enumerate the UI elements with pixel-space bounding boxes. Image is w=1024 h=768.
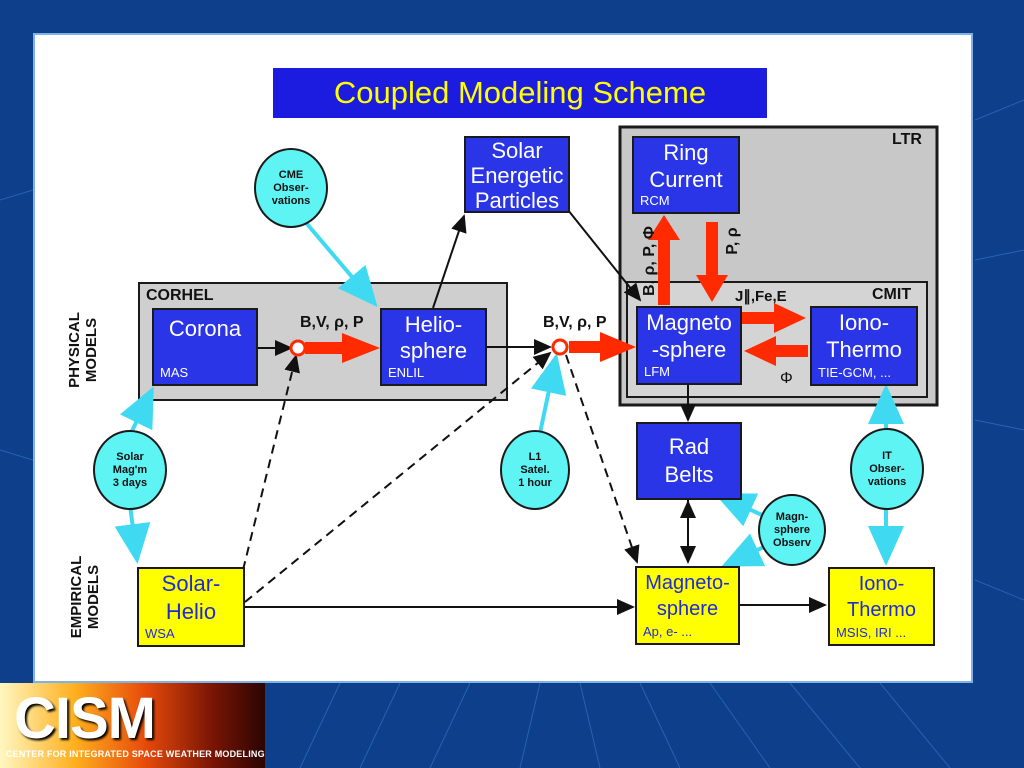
solarhelio-code: WSA	[145, 626, 175, 641]
sep-line-2: Energetic	[470, 163, 564, 188]
cmit-label: CMIT	[872, 286, 912, 303]
empmagneto-code: Ap, e- ...	[643, 624, 693, 639]
arrow-sep-to-magneto	[567, 209, 642, 302]
ring-line-1: Ring	[663, 140, 709, 165]
slide-title: Coupled Modeling Scheme	[273, 68, 767, 118]
cyan-solarmag-to-solarhelio	[114, 504, 151, 564]
solarhelio-line-1: Solar-	[161, 571, 221, 596]
empmagneto-line-1: Magneto-	[645, 572, 730, 594]
helio-line-1: Helio-	[404, 312, 463, 337]
helio-code: ENLIL	[388, 365, 425, 380]
solar-magnetogram-circle: Solar Mag'm 3 days	[93, 430, 167, 510]
it-observations-circle: IT Obser- vations	[850, 428, 924, 510]
magnetosphere-box: Magneto -sphere LFM	[636, 306, 742, 385]
vars-phi: Φ	[780, 370, 793, 387]
ring-current-box: Ring Current RCM	[632, 136, 740, 214]
rad-line-2: Belts	[664, 462, 714, 487]
vars-magneto-up: B, ρ, P, Φ	[641, 226, 658, 296]
empiono-code: MSIS, IRI ...	[836, 625, 907, 640]
solarhelio-line-2: Helio	[165, 599, 217, 624]
cyan-solarmag-to-corona	[120, 386, 154, 436]
helio-line-2: sphere	[399, 338, 468, 363]
corona-code: MAS	[160, 365, 189, 380]
sep-box: Solar Energetic Particles	[464, 136, 570, 213]
cyan-cme-to-helio	[300, 216, 378, 308]
magneto-line-1: Magneto	[646, 310, 732, 335]
coupler-node-2	[551, 338, 569, 356]
red-arrow-iono-to-magneto	[744, 336, 808, 366]
emp-iono-thermo-box: Iono- Thermo MSIS, IRI ...	[828, 567, 935, 646]
vars-helio-magneto: B,V, ρ, P	[543, 314, 607, 331]
red-arrow-ring-down	[696, 222, 728, 302]
ring-code: RCM	[640, 193, 670, 208]
corhel-label: CORHEL	[146, 287, 214, 304]
dashed-solarhelio-to-node2	[244, 351, 552, 603]
ltr-label: LTR	[892, 131, 922, 148]
iono-thermo-box: Iono- Thermo TIE-GCM, ...	[810, 306, 918, 386]
rad-belts-box: Rad Belts	[636, 422, 742, 500]
emp-magnetosphere-box: Magneto- sphere Ap, e- ...	[635, 566, 740, 645]
magneto-line-2: -sphere	[651, 337, 727, 362]
iono-line-2: Thermo	[826, 337, 902, 362]
arrow-helio-to-sep	[432, 214, 467, 309]
magneto-code: LFM	[644, 364, 670, 379]
cyan-l1-to-node2	[530, 353, 567, 434]
cism-logo-subtitle: CENTER FOR INTEGRATED SPACE WEATHER MODE…	[6, 749, 265, 759]
magnetosphere-observations-circle: Magn- sphere Observ	[758, 494, 826, 566]
red-arrow-node1-to-helio	[305, 333, 380, 363]
empiono-line-2: Thermo	[847, 599, 916, 621]
solar-helio-box: Solar- Helio WSA	[137, 567, 245, 647]
dashed-node2-to-empmagneto	[565, 354, 640, 564]
ring-line-2: Current	[649, 167, 723, 192]
cism-logo: CISM CENTER FOR INTEGRATED SPACE WEATHER…	[0, 683, 265, 768]
label-empirical-models: EMPIRICAL MODELS	[68, 555, 102, 639]
sep-line-3: Particles	[474, 188, 560, 213]
red-arrow-node2-to-magneto	[569, 332, 636, 362]
l1-satellite-circle: L1 Satel. 1 hour	[500, 430, 570, 510]
red-arrow-magneto-to-iono	[742, 303, 806, 333]
iono-line-1: Iono-	[838, 310, 890, 335]
empmagneto-line-2: sphere	[656, 598, 719, 620]
red-arrow-magneto-up	[648, 215, 680, 305]
vars-corona-helio: B,V, ρ, P	[300, 314, 364, 331]
label-physical-models: PHYSICAL MODELS	[66, 312, 100, 388]
heliosphere-box: Helio- sphere ENLIL	[380, 308, 487, 386]
vars-ring-down: P, ρ	[724, 227, 741, 255]
empiono-line-1: Iono-	[858, 573, 905, 595]
corona-box: Corona MAS	[152, 308, 258, 386]
corona-name: Corona	[168, 316, 242, 341]
dashed-solarhelio-to-node1	[242, 354, 300, 571]
coupler-node-1	[289, 339, 307, 357]
iono-code: TIE-GCM, ...	[818, 365, 891, 380]
vars-j-fe-e: J∥,Fe,E	[735, 288, 787, 305]
cme-observations-circle: CME Obser- vations	[254, 148, 328, 228]
sep-line-1: Solar	[491, 138, 543, 163]
cism-logo-text: CISM	[14, 686, 156, 751]
rad-line-1: Rad	[668, 434, 710, 459]
cyan-magnobs-to-empmagneto	[721, 533, 769, 567]
